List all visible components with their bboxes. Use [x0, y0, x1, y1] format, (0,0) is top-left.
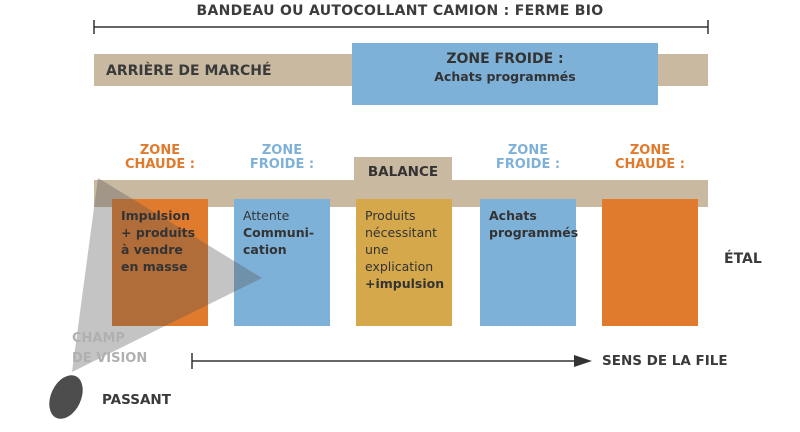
champ-de-vision-label: CHAMP DE VISION [72, 329, 147, 369]
card-line: Attente [243, 208, 290, 223]
zone-froide-top-title: ZONE FROIDE : [446, 51, 564, 67]
champ-line: CHAMP [72, 331, 125, 346]
card-cold-1-text: Attente Communi- cation [234, 199, 330, 258]
zone-header-chaude-1: ZONE CHAUDE : [108, 144, 212, 172]
card-balance [356, 199, 452, 326]
arriere-label: ARRIÈRE DE MARCHÉ [106, 63, 272, 79]
zone-header-line: CHAUDE : [124, 157, 196, 172]
champ-line: DE VISION [72, 351, 148, 366]
zone-header-line: ZONE [507, 143, 549, 158]
card-line: nécessitant [365, 225, 438, 240]
zone-froide-top-box [352, 43, 658, 105]
card-line: Communi- [243, 225, 315, 240]
card-line: programmés [489, 225, 579, 240]
card-hot-2 [602, 199, 698, 326]
etal-label: ÉTAL [724, 251, 762, 267]
zone-header-froide-1: ZONE FROIDE : [230, 144, 334, 172]
zone-header-line: ZONE [139, 143, 181, 158]
balance-header: BALANCE [367, 164, 439, 180]
card-hot-1-text: Impulsion + produits à vendre en masse [121, 208, 196, 274]
sens-arrow-head [574, 355, 592, 367]
card-hot-1 [112, 199, 208, 326]
zone-header-line: ZONE [261, 143, 303, 158]
card-cold-2 [480, 199, 576, 326]
zone-header-line: CHAUDE : [614, 157, 686, 172]
card-line: une [365, 242, 389, 257]
zone-header-line: FROIDE : [249, 157, 315, 172]
card-line: +impulsion [365, 276, 445, 291]
card-cold-1 [234, 199, 330, 326]
champ-de-vision-cone [72, 178, 262, 372]
sens-de-la-file-label: SENS DE LA FILE [602, 353, 728, 369]
passant-label: PASSANT [102, 392, 171, 408]
balance-label-bg [354, 157, 452, 187]
zone-froide-top: ZONE FROIDE : Achats programmés [352, 50, 658, 86]
zone-header-line: FROIDE : [495, 157, 561, 172]
card-line: explication [365, 259, 434, 274]
zone-header-line: ZONE [629, 143, 671, 158]
zone-header-chaude-2: ZONE CHAUDE : [598, 144, 702, 172]
zone-froide-top-subtitle: Achats programmés [434, 69, 576, 84]
diagram-title: BANDEAU OU AUTOCOLLANT CAMION : FERME BI… [196, 3, 604, 19]
card-balance-text: Produits nécessitant une explication +im… [356, 199, 452, 292]
zone-header-froide-2: ZONE FROIDE : [476, 144, 580, 172]
card-line: Produits [365, 208, 416, 223]
passant-figure [49, 375, 83, 419]
card-cold-2-text: Achats programmés [480, 199, 579, 241]
card-line: cation [243, 242, 287, 257]
card-line: Achats [489, 208, 537, 223]
